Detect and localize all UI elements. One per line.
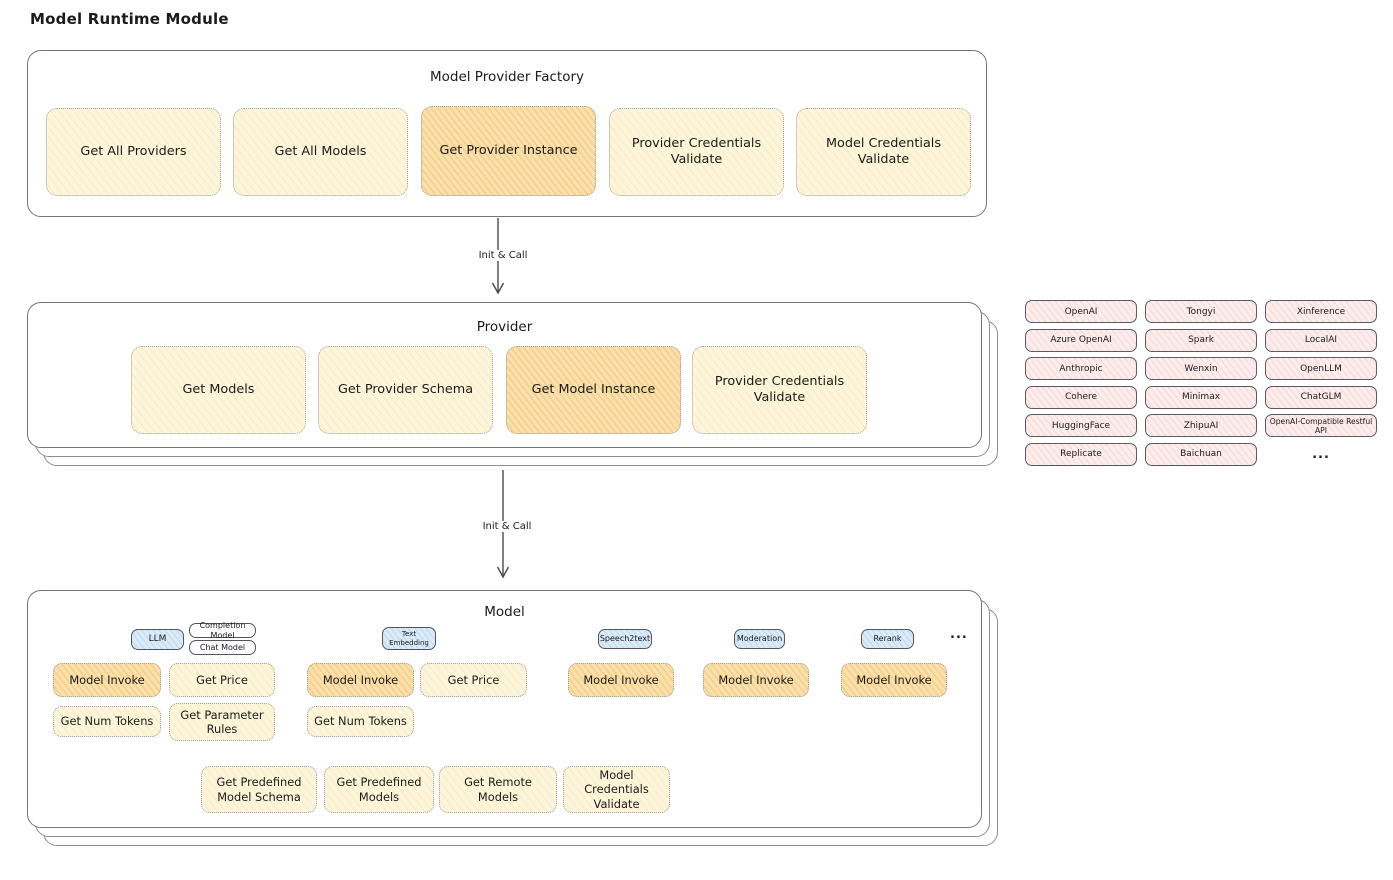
factory-op-get-all-providers: Get All Providers bbox=[46, 108, 221, 196]
arrow-label-init-call-2: Init & Call bbox=[474, 521, 540, 532]
tag-rerank: Rerank bbox=[861, 629, 914, 649]
provider-op-get-models: Get Models bbox=[131, 346, 306, 434]
provider-chip-chatglm: ChatGLM bbox=[1265, 385, 1377, 409]
providers-more-ellipsis: ... bbox=[1312, 446, 1330, 462]
provider-chip-huggingface: HuggingFace bbox=[1025, 414, 1137, 437]
factory-frame: Model Provider Factory Get All Providers… bbox=[27, 50, 987, 217]
factory-title: Model Provider Factory bbox=[429, 69, 584, 85]
provider-chip-openai-compatible: OpenAI-Compatible Restful API bbox=[1265, 414, 1377, 437]
factory-op-provider-credentials-validate: Provider Credentials Validate bbox=[609, 108, 784, 196]
tag-llm: LLM bbox=[131, 629, 184, 650]
op-rerank-model-invoke: Model Invoke bbox=[841, 663, 947, 697]
op-llm-get-price: Get Price bbox=[169, 663, 275, 697]
factory-op-model-credentials-validate: Model Credentials Validate bbox=[796, 108, 971, 196]
op-embedding-model-invoke: Model Invoke bbox=[307, 663, 414, 697]
tag-moderation: Moderation bbox=[734, 629, 785, 649]
op-get-predefined-models: Get Predefined Models bbox=[324, 766, 434, 813]
provider-chip-openllm: OpenLLM bbox=[1265, 357, 1377, 380]
arrow-label-init-call-1: Init & Call bbox=[470, 250, 536, 261]
provider-chip-tongyi: Tongyi bbox=[1145, 300, 1257, 323]
provider-chip-xinference: Xinference bbox=[1265, 300, 1377, 323]
op-embedding-get-price: Get Price bbox=[420, 663, 527, 697]
provider-title: Provider bbox=[476, 319, 533, 335]
provider-chip-zhipuai: ZhipuAI bbox=[1145, 414, 1257, 437]
provider-chip-wenxin: Wenxin bbox=[1145, 357, 1257, 380]
op-model-credentials-validate: Model Credentials Validate bbox=[563, 766, 670, 813]
diagram-title: Model Runtime Module bbox=[30, 10, 229, 28]
tag-speech2text: Speech2text bbox=[598, 629, 652, 649]
tag-completion-model: Completion Model bbox=[189, 621, 256, 640]
provider-op-provider-credentials-validate: Provider Credentials Validate bbox=[692, 346, 867, 434]
model-frame: Model LLM Completion Model Chat Model Te… bbox=[27, 590, 982, 828]
provider-frame: Provider Get Models Get Provider Schema … bbox=[27, 302, 982, 448]
factory-op-get-provider-instance: Get Provider Instance bbox=[421, 106, 596, 196]
provider-chip-cohere: Cohere bbox=[1025, 385, 1137, 409]
op-embedding-get-num-tokens: Get Num Tokens bbox=[307, 706, 414, 737]
op-llm-get-parameter-rules: Get Parameter Rules bbox=[169, 703, 275, 741]
tag-chat-model: Chat Model bbox=[189, 640, 256, 655]
provider-chip-spark: Spark bbox=[1145, 328, 1257, 352]
model-more-ellipsis: ... bbox=[950, 627, 968, 642]
op-get-predefined-model-schema: Get Predefined Model Schema bbox=[201, 766, 317, 813]
op-moderation-model-invoke: Model Invoke bbox=[703, 663, 809, 697]
providers-grid: OpenAI Tongyi Xinference Azure OpenAI Sp… bbox=[1025, 300, 1377, 466]
model-title: Model bbox=[484, 604, 525, 620]
provider-chip-openai: OpenAI bbox=[1025, 300, 1137, 323]
provider-chip-azure-openai: Azure OpenAI bbox=[1025, 328, 1137, 352]
op-get-remote-models: Get Remote Models bbox=[439, 766, 557, 813]
tag-text-embedding: Text Embedding bbox=[382, 627, 436, 650]
provider-chip-replicate: Replicate bbox=[1025, 442, 1137, 466]
provider-chip-localai: LocalAI bbox=[1265, 328, 1377, 352]
op-llm-model-invoke: Model Invoke bbox=[53, 663, 161, 697]
provider-op-get-model-instance: Get Model Instance bbox=[506, 346, 681, 434]
op-speech2text-model-invoke: Model Invoke bbox=[568, 663, 674, 697]
op-llm-get-num-tokens: Get Num Tokens bbox=[53, 706, 161, 737]
provider-chip-minimax: Minimax bbox=[1145, 385, 1257, 409]
provider-op-get-provider-schema: Get Provider Schema bbox=[318, 346, 493, 434]
provider-chip-anthropic: Anthropic bbox=[1025, 357, 1137, 380]
factory-op-get-all-models: Get All Models bbox=[233, 108, 408, 196]
provider-chip-baichuan: Baichuan bbox=[1145, 442, 1257, 466]
